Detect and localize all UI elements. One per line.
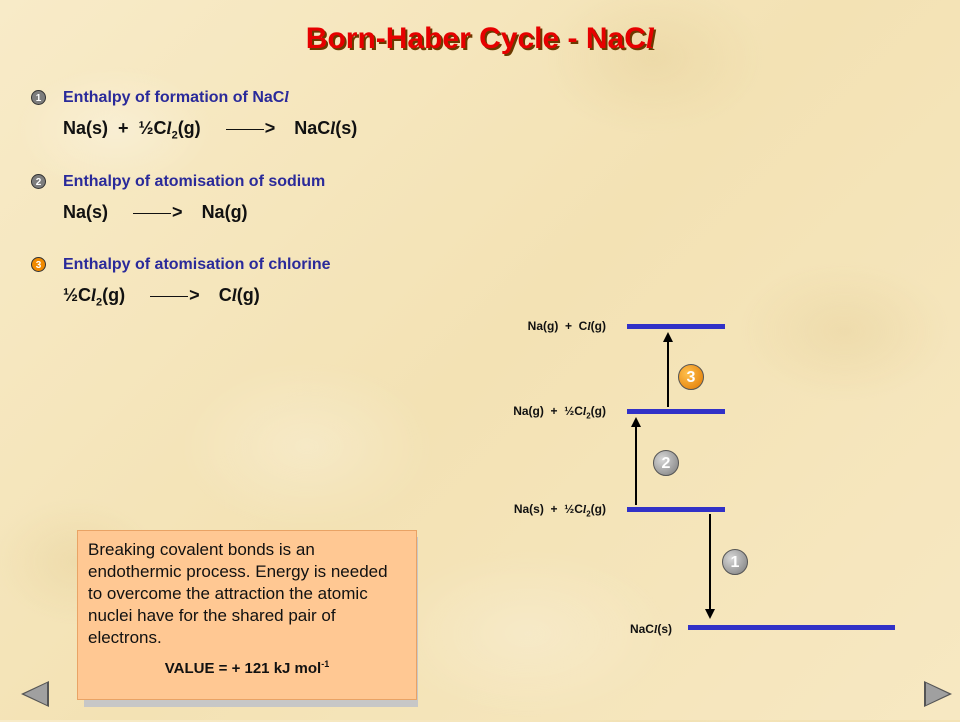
step-1-number-badge: 1: [31, 90, 46, 105]
step-1-product-italic: l: [330, 118, 336, 138]
level-1-tail: (g): [590, 404, 606, 418]
step-1-reactant-italic: l: [166, 118, 172, 138]
left-triangle-icon: [21, 681, 49, 707]
step-3-heading: Enthalpy of atomisation of chlorine: [63, 256, 331, 274]
title-italic: l: [645, 22, 655, 55]
info-value-sup: -1: [321, 659, 330, 669]
step-1-arrow-line: [225, 128, 264, 130]
level-3-text: NaC: [629, 622, 654, 636]
step-3-reactant-italic: l: [91, 285, 97, 305]
info-value-text: VALUE = + 121 kJ mol: [164, 660, 322, 677]
level-label-bottom: NaCl(s): [560, 622, 672, 637]
energy-level-bottom: [688, 625, 895, 630]
level-label-lower-middle: Na(s) + ½Cl2(g): [420, 502, 606, 518]
energy-level-top: [627, 324, 725, 329]
level-3-italic: l: [653, 622, 658, 636]
step-3-product: C: [218, 285, 232, 305]
energy-level-lower-middle: [627, 507, 725, 512]
step-3-reactant: ½C: [63, 285, 92, 305]
level-0-tail: (g): [590, 319, 606, 333]
step-2-heading: Enthalpy of atomisation of sodium: [63, 173, 325, 191]
step-2-product: Na(g): [201, 202, 248, 222]
step-3-heading-text: Enthalpy of atomisation of chlorine: [63, 256, 331, 273]
info-box: Breaking covalent bonds is an endothermi…: [77, 530, 417, 700]
step-2-arrow-head: >: [172, 202, 183, 222]
info-text: Breaking covalent bonds is an endothermi…: [88, 540, 388, 647]
diagram-badge-1: 1: [722, 549, 748, 575]
step-2-arrow-line: [133, 212, 172, 214]
level-1-sub: 2: [586, 411, 591, 421]
step-3-equation: ½Cl2(g) > Cl(g): [63, 285, 260, 309]
level-0-italic: l: [587, 319, 591, 333]
step-3-reactant-sub: 2: [96, 296, 103, 309]
step-1-product: NaC: [294, 118, 331, 138]
level-1-text: Na(g) + ½C: [513, 404, 583, 418]
diagram-badge-2: 2: [653, 450, 679, 476]
energy-level-upper-middle: [627, 409, 725, 414]
title-main: Born-Haber Cycle - NaC: [305, 22, 646, 55]
level-2-italic: l: [582, 502, 587, 516]
step-2-heading-text: Enthalpy of atomisation of sodium: [63, 173, 326, 190]
level-1-italic: l: [582, 404, 587, 418]
page-title: Born-Haber Cycle - NaCl: [0, 22, 960, 56]
step-3-product-tail: (g): [236, 285, 260, 305]
step-1-product-tail: (s): [335, 118, 358, 138]
level-2-tail: (g): [590, 502, 606, 516]
step-3-arrow-line: [150, 295, 189, 297]
step-3-arrow-head: >: [189, 285, 200, 305]
level-label-top: Na(g) + Cl(g): [430, 319, 606, 334]
step-3-reactant-tail: (g): [102, 285, 126, 305]
level-label-upper-middle: Na(g) + ½Cl2(g): [420, 404, 606, 420]
diagram-badge-3: 3: [678, 364, 704, 390]
right-triangle-icon: [924, 681, 952, 707]
step-1-reactant: Na(s) + ½C: [63, 118, 167, 138]
step-1-arrow-head: >: [264, 118, 276, 138]
level-0-text: Na(g) + C: [527, 319, 588, 333]
level-2-text: Na(s) + ½C: [513, 502, 583, 516]
step-1-heading: Enthalpy of formation of NaCl: [63, 89, 289, 107]
step-1-heading-italic: l: [284, 89, 289, 106]
prev-slide-button[interactable]: [15, 677, 55, 717]
level-3-tail: (s): [657, 622, 672, 636]
level-2-sub: 2: [586, 509, 591, 519]
step-1-equation: Na(s) + ½Cl2(g) > NaCl(s): [63, 118, 357, 142]
step-2-equation: Na(s) > Na(g): [63, 202, 248, 223]
info-value: VALUE = + 121 kJ mol-1: [88, 659, 406, 677]
step-1-heading-text: Enthalpy of formation of NaC: [63, 89, 285, 106]
step-1-reactant-sub: 2: [171, 129, 178, 142]
step-2-number-badge: 2: [31, 174, 46, 189]
step-2-reactant: Na(s): [63, 202, 109, 222]
step-3-product-italic: l: [231, 285, 237, 305]
step-1-reactant-tail: (g): [177, 118, 201, 138]
step-3-number-badge: 3: [31, 257, 46, 272]
next-slide-button[interactable]: [918, 677, 958, 717]
